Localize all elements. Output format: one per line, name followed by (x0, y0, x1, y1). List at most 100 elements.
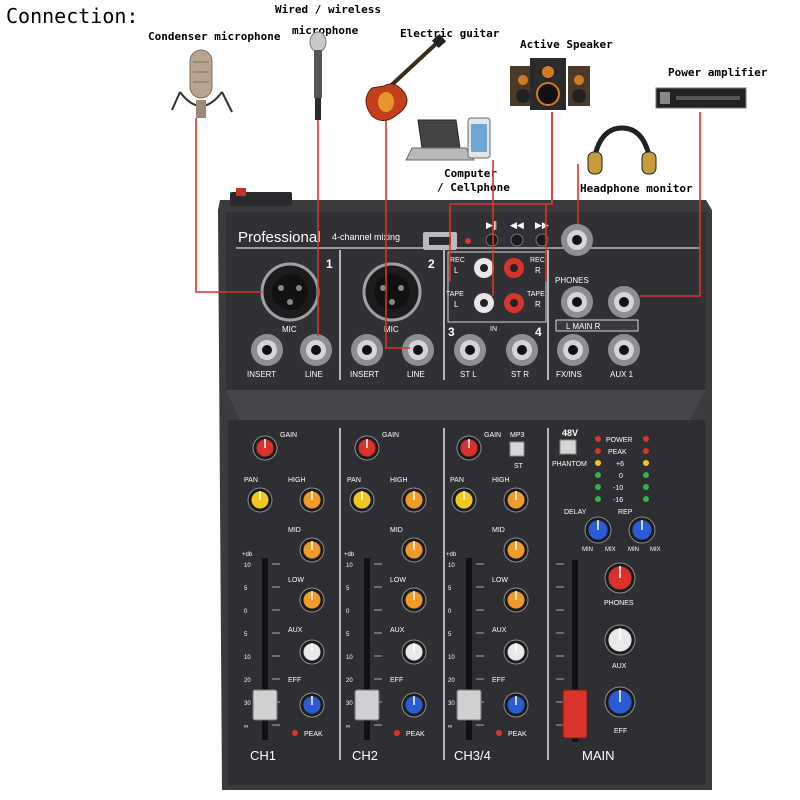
rec-r-rca[interactable] (504, 258, 524, 278)
st-r-jack[interactable] (506, 334, 538, 366)
eff-label-ch2: EFF (390, 677, 403, 684)
tape-l-label: L (454, 300, 459, 309)
peak-label-ch34: PEAK (508, 731, 527, 738)
xlr-input-2[interactable] (362, 262, 422, 322)
channel-4-number: 4 (535, 325, 542, 339)
rec-label-left: REC (450, 257, 465, 264)
eff-level-label: EFF (614, 728, 627, 735)
low-knob-ch34[interactable] (503, 587, 529, 613)
low-knob-ch2[interactable] (401, 587, 427, 613)
insert-label-1: INSERT (247, 370, 276, 379)
wired-mic-label-1: Wired / wireless (275, 3, 381, 16)
tape-l-rca[interactable] (474, 293, 494, 313)
high-label-ch34: HIGH (492, 477, 510, 484)
eff-level-knob[interactable] (604, 686, 636, 718)
gain-knob-ch2[interactable] (354, 435, 380, 461)
fader-cap-main[interactable] (562, 689, 588, 739)
aux-knob-ch1[interactable] (299, 639, 325, 665)
phones-level-knob[interactable] (604, 562, 636, 594)
high-knob-ch2[interactable] (401, 487, 427, 513)
meter-led-left (595, 484, 601, 490)
play-pause-button[interactable] (485, 233, 499, 247)
usb-port[interactable] (423, 232, 457, 250)
computer-label-1: Computer (444, 167, 497, 180)
meter-led-left (595, 472, 601, 478)
eff-knob-ch1[interactable] (299, 692, 325, 718)
fader-cap-ch1[interactable] (252, 689, 278, 721)
pan-knob-ch1[interactable] (247, 487, 273, 513)
condenser-mic-icon (171, 49, 233, 118)
rec-l-label: L (454, 266, 459, 275)
speaker-icon (510, 58, 590, 110)
phones-jack[interactable] (561, 224, 593, 256)
main-r-jack[interactable] (608, 286, 640, 318)
cable-main-to-power-amp (640, 112, 701, 297)
peak-led-ch2 (394, 730, 400, 736)
fader-scale-label-ch2: 30 (346, 701, 353, 707)
main-l-jack[interactable] (561, 286, 593, 318)
meter-led-right (643, 448, 649, 454)
fader-scale-label-ch34: 0 (448, 609, 452, 615)
gain-label-ch34: GAIN (484, 432, 501, 439)
tape-r-rca[interactable] (504, 293, 524, 313)
st-button[interactable] (509, 441, 525, 457)
fader-cap-ch2[interactable] (354, 689, 380, 721)
speaker-label: Active Speaker (520, 38, 613, 51)
high-knob-ch34[interactable] (503, 487, 529, 513)
high-label-ch1: HIGH (288, 477, 306, 484)
fx-ins-jack[interactable] (557, 334, 589, 366)
eff-knob-ch34[interactable] (503, 692, 529, 718)
headphone-icon (587, 125, 657, 175)
fader-scale-label-ch2: 10 (346, 563, 353, 569)
rec-r-label: R (535, 266, 541, 275)
previous-icon: ◀◀ (510, 221, 524, 231)
minus10-led-label: -10 (613, 485, 623, 492)
aux-knob-ch34[interactable] (503, 639, 529, 665)
fader-scale-label-ch2: ∞ (346, 724, 350, 730)
next-button[interactable] (535, 233, 549, 247)
eff-knob-ch2[interactable] (401, 692, 427, 718)
pan-knob-ch2[interactable] (349, 487, 375, 513)
channel-1-number: 1 (326, 257, 333, 271)
fader-cap-ch34[interactable] (456, 689, 482, 721)
line-jack-1[interactable] (300, 334, 332, 366)
mid-knob-ch34[interactable] (503, 537, 529, 563)
pan-knob-ch34[interactable] (451, 487, 477, 513)
ch34-label: CH3/4 (454, 748, 491, 763)
aux-level-knob[interactable] (604, 624, 636, 656)
previous-button[interactable] (510, 233, 524, 247)
high-knob-ch1[interactable] (299, 487, 325, 513)
mid-label-ch2: MID (390, 527, 403, 534)
mid-knob-ch1[interactable] (299, 537, 325, 563)
low-label-ch34: LOW (492, 577, 508, 584)
aux-knob-ch2[interactable] (401, 639, 427, 665)
plus6-led-label: +6 (616, 461, 624, 468)
low-knob-ch1[interactable] (299, 587, 325, 613)
rep-knob[interactable] (628, 516, 656, 544)
aux1-jack[interactable] (608, 334, 640, 366)
st-l-jack[interactable] (454, 334, 486, 366)
rep-min-label: MIN (628, 547, 639, 553)
line-jack-2[interactable] (402, 334, 434, 366)
fader-scale-label-ch1: 5 (244, 632, 248, 638)
xlr-input-1[interactable] (260, 262, 320, 322)
rec-l-rca[interactable] (474, 258, 494, 278)
channel-2-number: 2 (428, 257, 435, 271)
fader-scale-label-ch2: 5 (346, 586, 350, 592)
rep-mix-label: MIX (650, 547, 661, 553)
insert-jack-1[interactable] (251, 334, 283, 366)
next-icon: ▶▶ (535, 221, 549, 231)
fader-scale-label-ch2: 20 (346, 678, 353, 684)
gain-knob-ch1[interactable] (252, 435, 278, 461)
mid-knob-ch2[interactable] (401, 537, 427, 563)
line-label-2: LINE (407, 370, 425, 379)
delay-knob[interactable] (584, 516, 612, 544)
pan-label-ch2: PAN (347, 477, 361, 484)
wired-mic-label-2: microphone (292, 24, 359, 37)
high-label-ch2: HIGH (390, 477, 408, 484)
phantom-button[interactable] (559, 439, 577, 455)
insert-jack-2[interactable] (351, 334, 383, 366)
gain-knob-ch34[interactable] (456, 435, 482, 461)
main-lr-label: L MAIN R (566, 322, 601, 331)
